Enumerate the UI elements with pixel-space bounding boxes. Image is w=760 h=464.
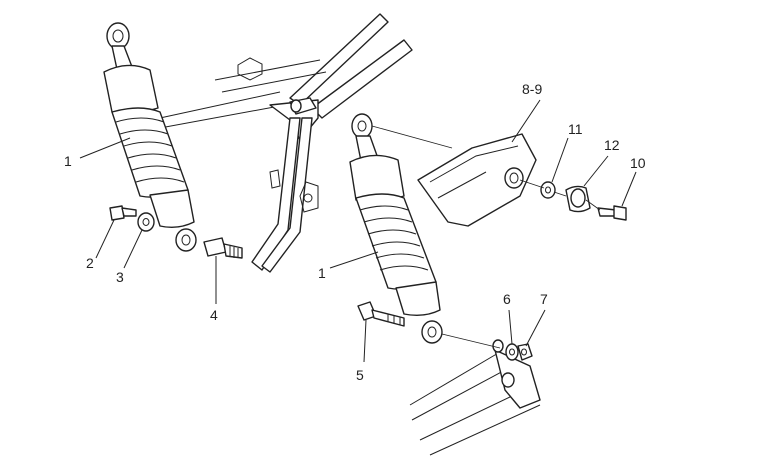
callout-8-9: 8-9	[522, 81, 542, 97]
callout-1-right: 1	[318, 265, 326, 281]
bolt-5	[357, 301, 405, 327]
washer-11	[540, 181, 556, 199]
side-cover-8-9	[417, 133, 537, 227]
callout-10: 10	[630, 155, 646, 171]
spacer-6	[505, 343, 519, 361]
callout-7: 7	[540, 291, 548, 307]
callout-2: 2	[86, 255, 94, 271]
callout-6: 6	[503, 291, 511, 307]
bolt-4	[203, 237, 243, 259]
washer-3	[137, 212, 155, 232]
bush-12	[565, 185, 591, 213]
callout-5: 5	[356, 367, 364, 383]
leader-lines	[79, 99, 637, 363]
frame	[159, 13, 413, 273]
callout-12: 12	[604, 137, 620, 153]
callout-3: 3	[116, 269, 124, 285]
assembly-lines	[371, 125, 601, 349]
callout-4: 4	[210, 307, 218, 323]
left-shock-absorber	[103, 22, 197, 252]
right-shock-absorber	[349, 113, 443, 344]
swingarm	[409, 339, 541, 456]
bolt-2	[109, 205, 137, 221]
screw-10	[597, 205, 627, 221]
callout-1-left: 1	[64, 153, 72, 169]
callout-11: 11	[568, 121, 583, 137]
callout-labels: 1 2 3 4 1 5 6 7 8-9 11 12 10	[64, 81, 646, 383]
nut-7	[517, 343, 533, 361]
